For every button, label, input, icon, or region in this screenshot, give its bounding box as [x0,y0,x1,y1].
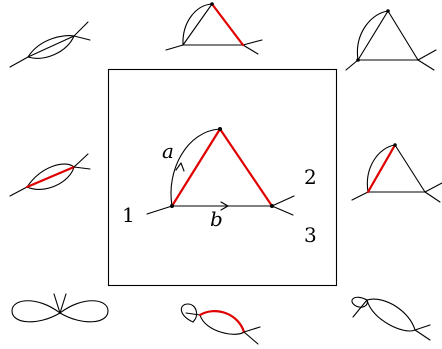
triangle-top-right [345,9,437,71]
label-2: 2 [304,165,317,189]
bubble-top-left [9,21,91,68]
label-1: 1 [122,203,135,227]
vertex [218,127,222,131]
red-propagator-right [218,127,274,208]
bubble-bottom-center [180,303,261,345]
external-leg-1 [146,205,173,215]
label-a: a [162,139,174,163]
vertex [270,204,274,208]
vertex [170,204,174,208]
red-propagator [25,165,76,189]
triangle-middle-right [351,143,442,203]
central-frame [107,68,338,287]
external-leg-2 [271,195,295,207]
label-3: 3 [304,223,317,247]
arrow-a [175,162,185,172]
external-leg-3 [271,205,294,216]
loop-bottom-right [351,296,431,341]
label-b: b [210,207,223,231]
red-propagator [366,143,397,194]
red-propagator [210,2,245,47]
red-propagator [198,310,246,334]
figure-eight-bottom-left [11,293,109,323]
propagator-a [170,128,221,207]
central-diagram: a b 1 2 3 [122,127,317,247]
red-propagator-left [170,127,222,208]
bubble-middle-left [9,153,91,197]
arrow-b [220,201,229,211]
triangle-top-center [165,2,263,55]
